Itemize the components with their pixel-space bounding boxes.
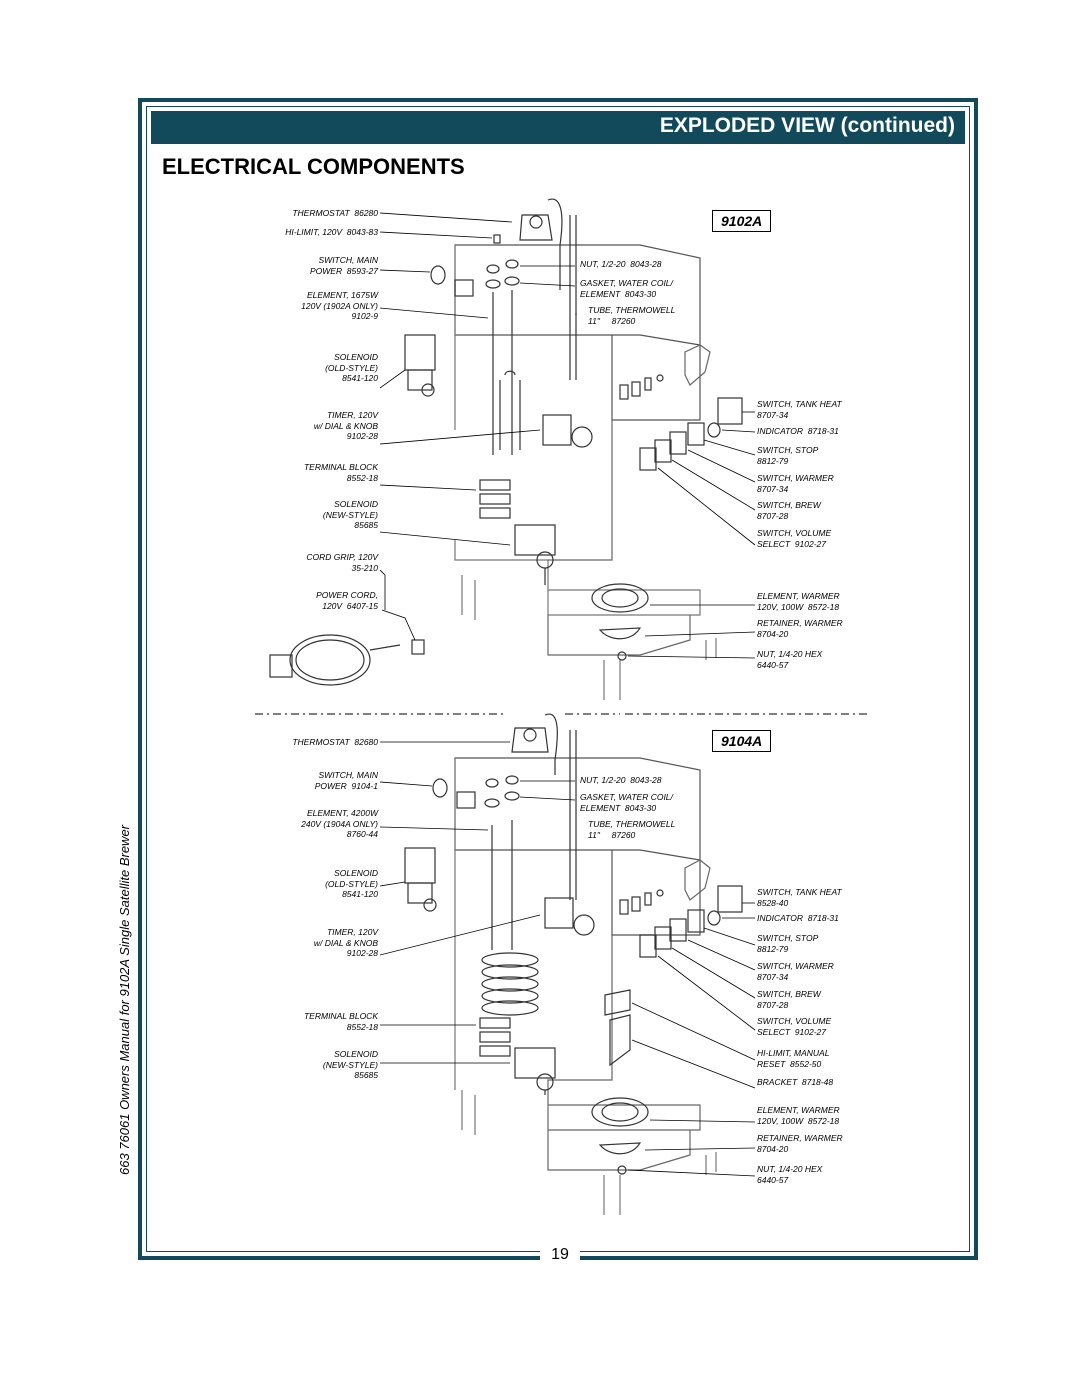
label-switch-volume-bottom: SWITCH, VOLUME SELECT 9102-27 <box>757 1016 832 1037</box>
terminal-block-top <box>479 479 511 519</box>
label-nut-hex-top: NUT, 1/4-20 HEX 6440-57 <box>757 649 823 670</box>
terminal-block-bottom <box>479 1017 511 1057</box>
label-element-bottom: ELEMENT, 4200W 240V (1904A ONLY) 8760-44 <box>301 808 378 839</box>
hilimit-top <box>493 234 501 244</box>
solenoid-old-bottom <box>404 847 437 912</box>
label-switch-warmer-bottom: SWITCH, WARMER 8707-34 <box>757 961 834 982</box>
thermostat-top <box>519 198 563 290</box>
label-indicator-top: INDICATOR 8718-31 <box>757 426 839 436</box>
label-hilimit-top: HI-LIMIT, 120V 8043-83 <box>285 227 378 237</box>
label-switch-volume-top: SWITCH, VOLUME SELECT 9102-27 <box>757 528 832 549</box>
label-thermostat-top: THERMOSTAT 86280 <box>292 208 378 218</box>
solenoid-new-top <box>514 524 556 585</box>
hilimit-bracket-bottom <box>604 989 631 1067</box>
label-switch-warmer-top: SWITCH, WARMER 8707-34 <box>757 473 834 494</box>
label-nut-hex-bottom: NUT, 1/4-20 HEX 6440-57 <box>757 1164 823 1185</box>
label-switch-stop-top: SWITCH, STOP 8812-79 <box>757 445 819 466</box>
section-title: ELECTRICAL COMPONENTS <box>162 154 465 179</box>
page-number: 19 <box>540 1246 580 1264</box>
thermostat-bottom <box>511 713 558 775</box>
timer-top <box>542 414 593 448</box>
model-box-top: 9102A <box>712 210 772 232</box>
label-hilimit-manual-bottom: HI-LIMIT, MANUAL RESET 8552-50 <box>757 1048 830 1069</box>
label-indicator-bottom: INDICATOR 8718-31 <box>757 913 839 923</box>
label-element-warmer-top: ELEMENT, WARMER 120V, 100W 8572-18 <box>757 591 840 612</box>
power-cord-top <box>269 634 425 686</box>
label-switch-tank-heat-bottom: SWITCH, TANK HEAT 8528-40 <box>757 887 842 908</box>
nut-gasket-top <box>485 259 520 455</box>
header-bar: EXPLODED VIEW (continued) <box>151 111 965 144</box>
brewer-body-bottom <box>454 757 717 1215</box>
label-solenoid-new-bottom: SOLENOID (NEW-STYLE) 85685 <box>322 1049 378 1080</box>
label-element-warmer-bottom: ELEMENT, WARMER 120V, 100W 8572-18 <box>757 1105 840 1126</box>
label-solenoid-new-top: SOLENOID (NEW-STYLE) 85685 <box>322 499 378 530</box>
label-gasket-top: GASKET, WATER COIL/ ELEMENT 8043-30 <box>580 278 673 299</box>
label-cord-grip-top: CORD GRIP, 120V 35-210 <box>306 552 378 573</box>
label-nut-top: NUT, 1/2-20 8043-28 <box>580 259 662 269</box>
solenoid-old-top <box>404 334 436 397</box>
label-tube-top: TUBE, THERMOWELL 11" 87260 <box>588 305 676 326</box>
element-coil-bottom <box>481 952 539 1016</box>
label-power-cord-top: POWER CORD, 120V 6407-15 <box>316 590 378 611</box>
header-title: EXPLODED VIEW (continued) <box>659 114 955 137</box>
switch-main-top <box>430 265 474 297</box>
label-tube-bottom: TUBE, THERMOWELL 11" 87260 <box>588 819 676 840</box>
label-thermostat-bottom: THERMOSTAT 82680 <box>292 737 378 747</box>
label-terminal-block-bottom: TERMINAL BLOCK 8552-18 <box>303 1011 378 1032</box>
thermowell-top <box>569 215 577 380</box>
warmer-bottom <box>591 1097 649 1175</box>
label-switch-brew-bottom: SWITCH, BREW 8707-28 <box>757 989 821 1010</box>
label-retainer-warmer-top: RETAINER, WARMER 8704-20 <box>757 618 843 639</box>
model-box-bottom: 9104A <box>712 730 772 752</box>
thermowell-bottom <box>569 730 577 900</box>
switches-top <box>639 397 743 471</box>
switch-main-bottom <box>432 778 476 809</box>
label-nut-bottom: NUT, 1/2-20 8043-28 <box>580 775 662 785</box>
label-terminal-block-top: TERMINAL BLOCK 8552-18 <box>303 462 378 483</box>
label-switch-stop-bottom: SWITCH, STOP 8812-79 <box>757 933 819 954</box>
label-timer-top: TIMER, 120V w/ DIAL & KNOB 9102-28 <box>313 410 378 441</box>
label-switch-main-top: SWITCH, MAIN POWER 8593-27 <box>309 255 378 276</box>
warmer-top <box>591 583 649 661</box>
element-top <box>499 370 521 450</box>
timer-bottom <box>544 897 595 936</box>
label-retainer-warmer-bottom: RETAINER, WARMER 8704-20 <box>757 1133 843 1154</box>
label-switch-main-bottom: SWITCH, MAIN POWER 9104-1 <box>314 770 378 791</box>
label-gasket-bottom: GASKET, WATER COIL/ ELEMENT 8043-30 <box>580 792 673 813</box>
brewer-body-top <box>454 244 717 700</box>
label-timer-bottom: TIMER, 120V w/ DIAL & KNOB 9102-28 <box>313 927 378 958</box>
label-solenoid-old-top: SOLENOID (OLD-STYLE) 8541-120 <box>325 352 378 383</box>
label-bracket-bottom: BRACKET 8718-48 <box>757 1077 834 1087</box>
switches-bottom <box>639 885 743 958</box>
nut-gasket-bottom <box>484 775 520 950</box>
label-switch-brew-top: SWITCH, BREW 8707-28 <box>757 500 821 521</box>
leader-lines <box>379 212 756 1177</box>
label-solenoid-old-bottom: SOLENOID (OLD-STYLE) 8541-120 <box>325 868 378 899</box>
label-element-top: ELEMENT, 1675W 120V (1902A ONLY) 9102-9 <box>301 290 378 321</box>
solenoid-new-bottom <box>514 1047 556 1095</box>
label-switch-tank-heat-top: SWITCH, TANK HEAT 8707-34 <box>757 399 842 420</box>
page-frame <box>138 98 978 1260</box>
